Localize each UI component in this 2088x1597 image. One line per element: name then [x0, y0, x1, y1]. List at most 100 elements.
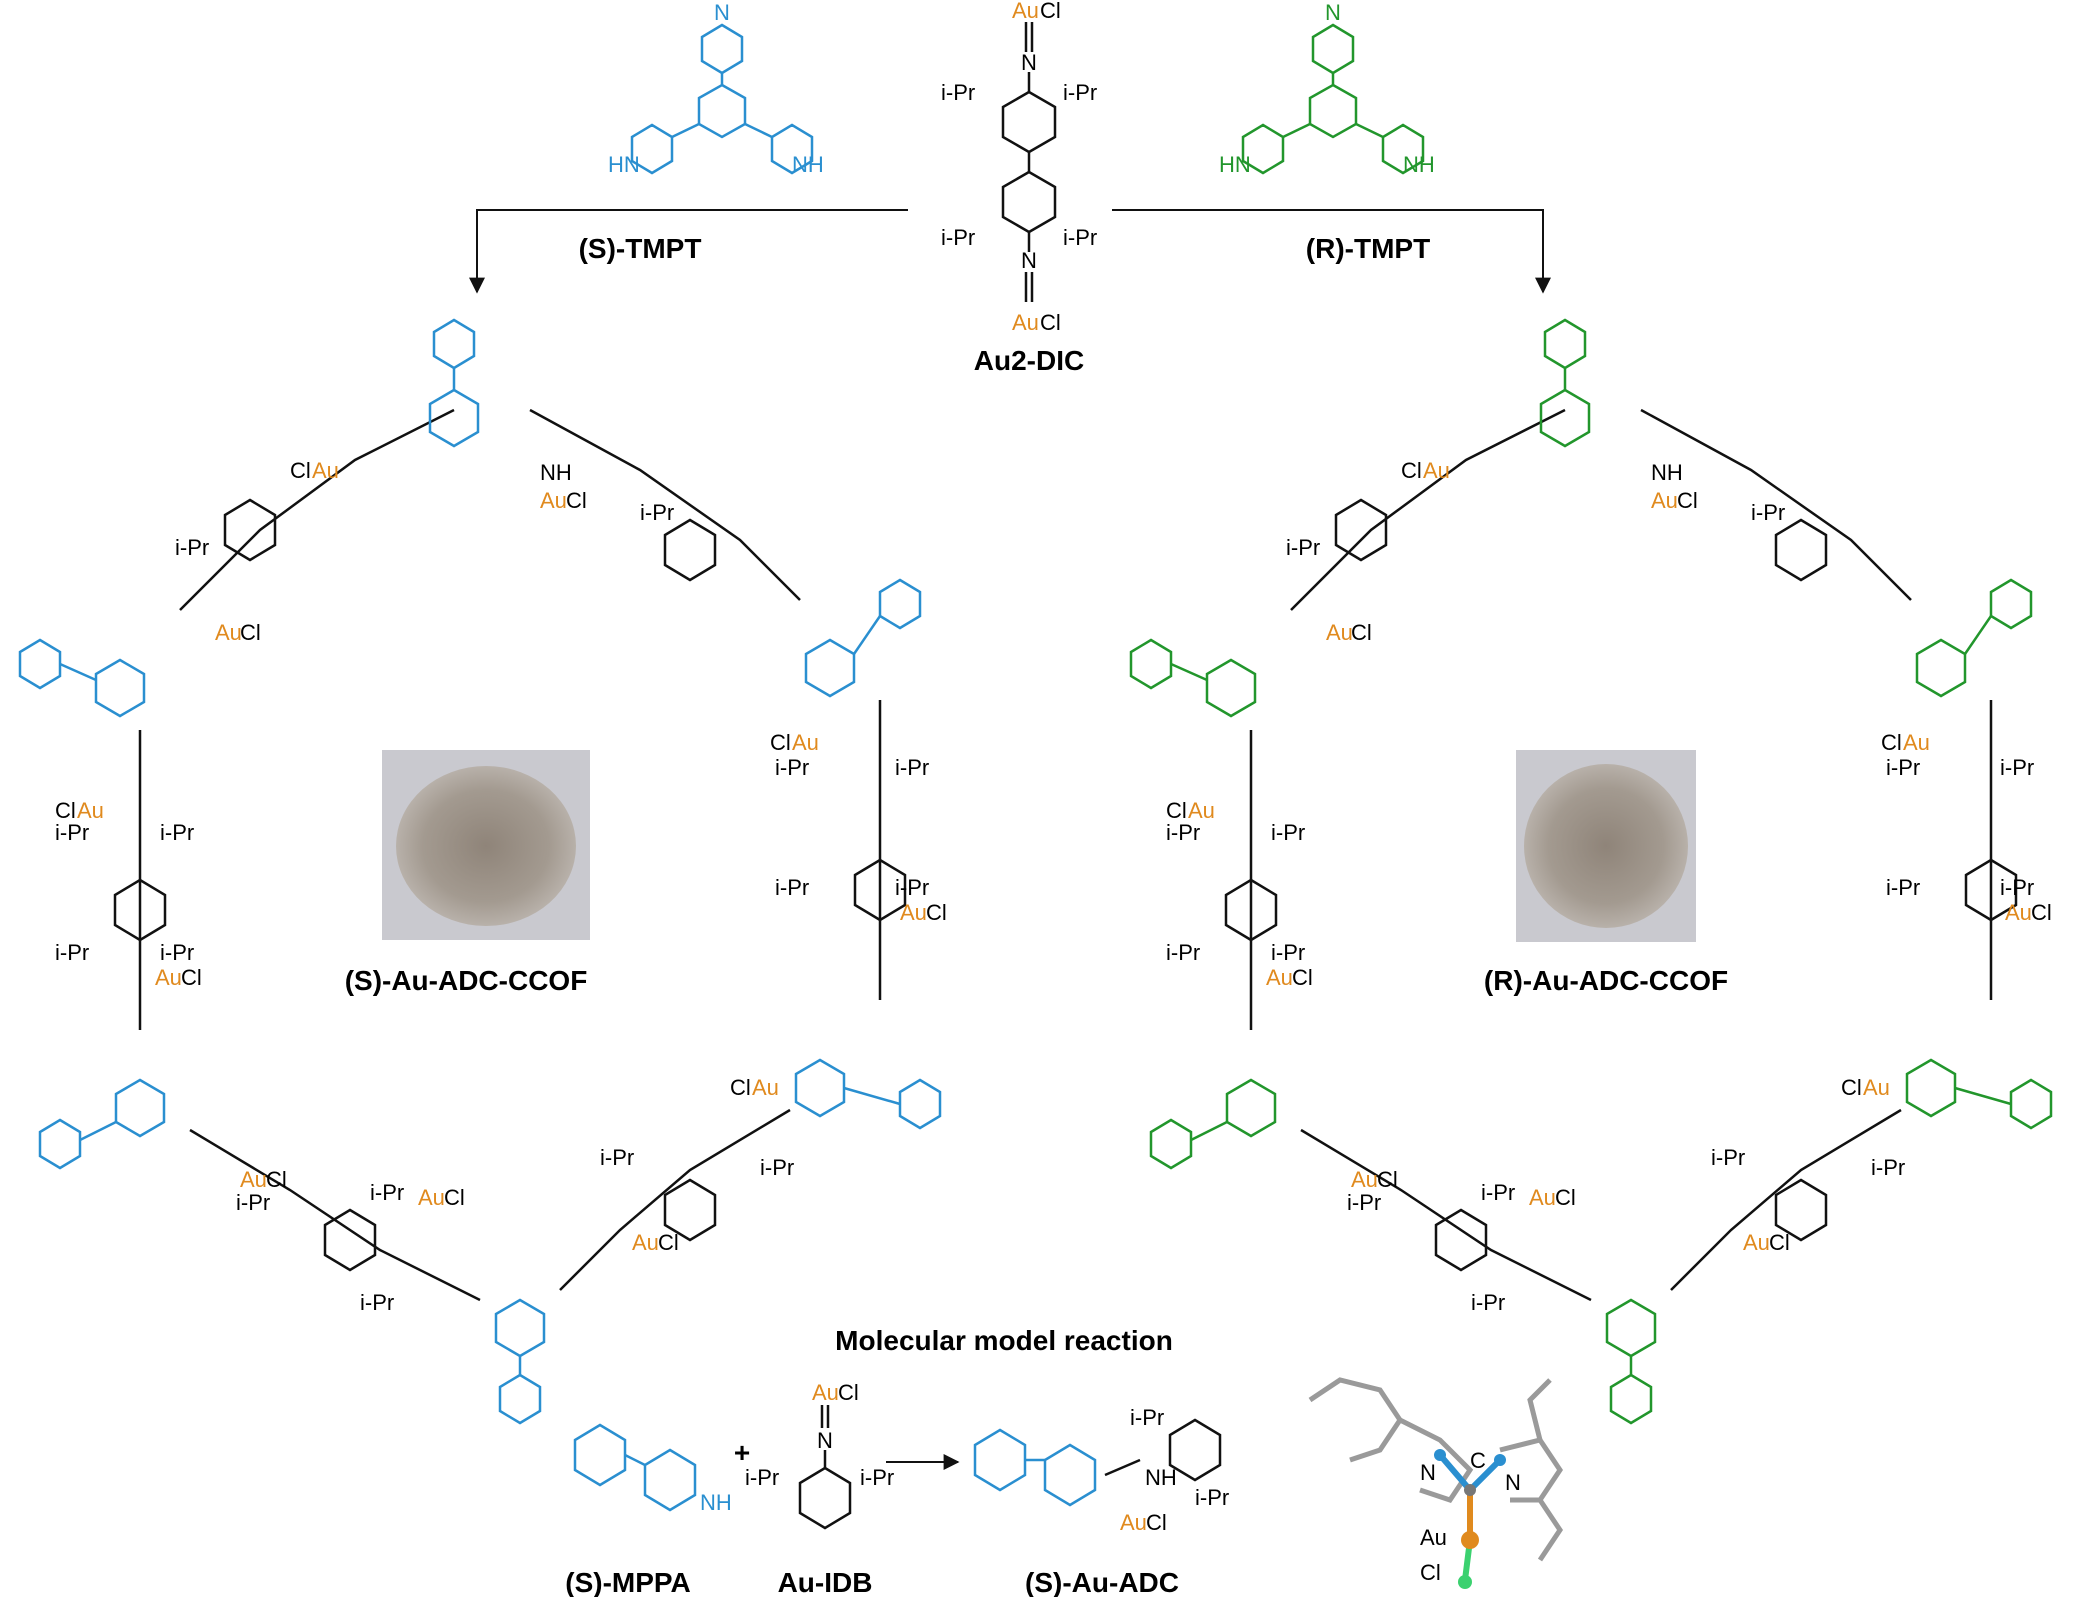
ipr-label: i-Pr — [860, 1465, 894, 1490]
cl-label: Cl — [1881, 730, 1902, 755]
ipr-label: i-Pr — [1711, 1145, 1745, 1170]
ipr-label: i-Pr — [175, 535, 209, 560]
s-mppa-structure — [573, 1423, 697, 1512]
au2-dic-atoms: Au Cl N i-Pr i-Pr i-Pr i-Pr N Au Cl — [941, 0, 1097, 335]
ipr-label: i-Pr — [1130, 1405, 1164, 1430]
s-au-adc-structure — [973, 1428, 1097, 1507]
cl-label: Cl — [444, 1185, 465, 1210]
hn-label: HN — [608, 152, 640, 177]
cl-label: Cl — [1040, 0, 1061, 23]
au-idb-atoms: Au Cl N i-Pr i-Pr — [745, 1380, 894, 1490]
cl-label: Cl — [1555, 1185, 1576, 1210]
s-framework-linkers — [113, 408, 907, 1302]
r-framework-atoms: Cl Au NH Au Cl i-Pr i-Pr Au Cl Cl Au i-P… — [1166, 458, 2052, 1315]
r-tmpt-structure — [1241, 23, 1425, 175]
ipr-label: i-Pr — [895, 875, 929, 900]
s-tmpt-atoms: N HN NH — [608, 0, 824, 177]
au-label: Au — [1423, 458, 1450, 483]
ipr-label: i-Pr — [1166, 820, 1200, 845]
s-powder-sample — [396, 766, 576, 926]
ipr-label: i-Pr — [941, 225, 975, 250]
au-label: Au — [1863, 1075, 1890, 1100]
n-label: N — [1021, 248, 1037, 273]
ipr-label: i-Pr — [2000, 875, 2034, 900]
nh-label: NH — [792, 152, 824, 177]
cl-label: Cl — [290, 458, 311, 483]
r-framework-nodes — [1129, 318, 2053, 1425]
r-framework-linkers — [1224, 408, 2018, 1302]
ipr-label: i-Pr — [1347, 1190, 1381, 1215]
au-label: Au — [1012, 310, 1039, 335]
au-label: Au — [1012, 0, 1039, 23]
au-label: Au — [1266, 965, 1293, 990]
n-label: N — [1021, 50, 1037, 75]
nh-label: NH — [1651, 460, 1683, 485]
au2-dic-structure — [1001, 22, 1057, 302]
r-ccof-label: (R)-Au-ADC-CCOF — [1484, 965, 1728, 996]
crystal-au-label: Au — [1420, 1525, 1447, 1550]
au-label: Au — [812, 1380, 839, 1405]
s-ccof-label: (S)-Au-ADC-CCOF — [345, 965, 588, 996]
ipr-label: i-Pr — [1166, 940, 1200, 965]
cl-label: Cl — [181, 965, 202, 990]
ipr-label: i-Pr — [1286, 535, 1320, 560]
au-label: Au — [240, 1167, 267, 1192]
cl-label: Cl — [926, 900, 947, 925]
ipr-label: i-Pr — [370, 1180, 404, 1205]
cl-label: Cl — [1351, 620, 1372, 645]
au-label: Au — [1120, 1510, 1147, 1535]
ipr-label: i-Pr — [1271, 940, 1305, 965]
r-tmpt-label: (R)-TMPT — [1306, 233, 1430, 264]
ipr-label: i-Pr — [775, 755, 809, 780]
ipr-label: i-Pr — [160, 820, 194, 845]
r-powder-sample — [1524, 764, 1688, 928]
s-au-adc-label: (S)-Au-ADC — [1025, 1567, 1179, 1597]
au-label: Au — [1651, 488, 1678, 513]
au-label: Au — [792, 730, 819, 755]
s-mppa-label: (S)-MPPA — [565, 1567, 690, 1597]
ipr-label: i-Pr — [1886, 875, 1920, 900]
ipr-label: i-Pr — [1871, 1155, 1905, 1180]
au-label: Au — [1743, 1230, 1770, 1255]
au-label: Au — [215, 620, 242, 645]
cl-label: Cl — [1769, 1230, 1790, 1255]
au-label: Au — [312, 458, 339, 483]
s-au-adc-atoms: i-Pr NH i-Pr Au Cl — [1120, 1405, 1229, 1535]
cl-label: Cl — [55, 798, 76, 823]
cl-label: Cl — [838, 1380, 859, 1405]
au-label: Au — [1351, 1167, 1378, 1192]
cl-label: Cl — [1040, 310, 1061, 335]
s-framework-atoms: Cl Au NH Au Cl i-Pr i-Pr Au Cl Cl Au i-P… — [55, 458, 947, 1315]
nh-label: NH — [1145, 1465, 1177, 1490]
au-idb-label: Au-IDB — [778, 1567, 873, 1597]
au-label: Au — [1188, 798, 1215, 823]
au-label: Au — [77, 798, 104, 823]
crystal-structure: N C N Au Cl — [1308, 1377, 1564, 1589]
ipr-label: i-Pr — [160, 940, 194, 965]
ipr-label: i-Pr — [1471, 1290, 1505, 1315]
ipr-label: i-Pr — [941, 80, 975, 105]
au-label: Au — [1529, 1185, 1556, 1210]
cl-label: Cl — [1146, 1510, 1167, 1535]
ipr-label: i-Pr — [1063, 225, 1097, 250]
au-idb-structure — [798, 1405, 852, 1530]
ipr-label: i-Pr — [600, 1145, 634, 1170]
crystal-cl-label: Cl — [1420, 1560, 1441, 1585]
au-label: Au — [2005, 900, 2032, 925]
nh-label: NH — [1403, 152, 1435, 177]
model-reaction-title: Molecular model reaction — [835, 1325, 1173, 1356]
cl-label: Cl — [1677, 488, 1698, 513]
au2-dic-label: Au2-DIC — [974, 345, 1084, 376]
au-label: Au — [155, 965, 182, 990]
nh-label: NH — [540, 460, 572, 485]
ipr-label: i-Pr — [775, 875, 809, 900]
cl-label: Cl — [1401, 458, 1422, 483]
au-label: Au — [1903, 730, 1930, 755]
s-framework-nodes — [18, 318, 942, 1425]
cl-label: Cl — [1841, 1075, 1862, 1100]
ipr-label: i-Pr — [1271, 820, 1305, 845]
reaction-arrows — [469, 209, 1551, 294]
cl-label: Cl — [770, 730, 791, 755]
ipr-label: i-Pr — [760, 1155, 794, 1180]
